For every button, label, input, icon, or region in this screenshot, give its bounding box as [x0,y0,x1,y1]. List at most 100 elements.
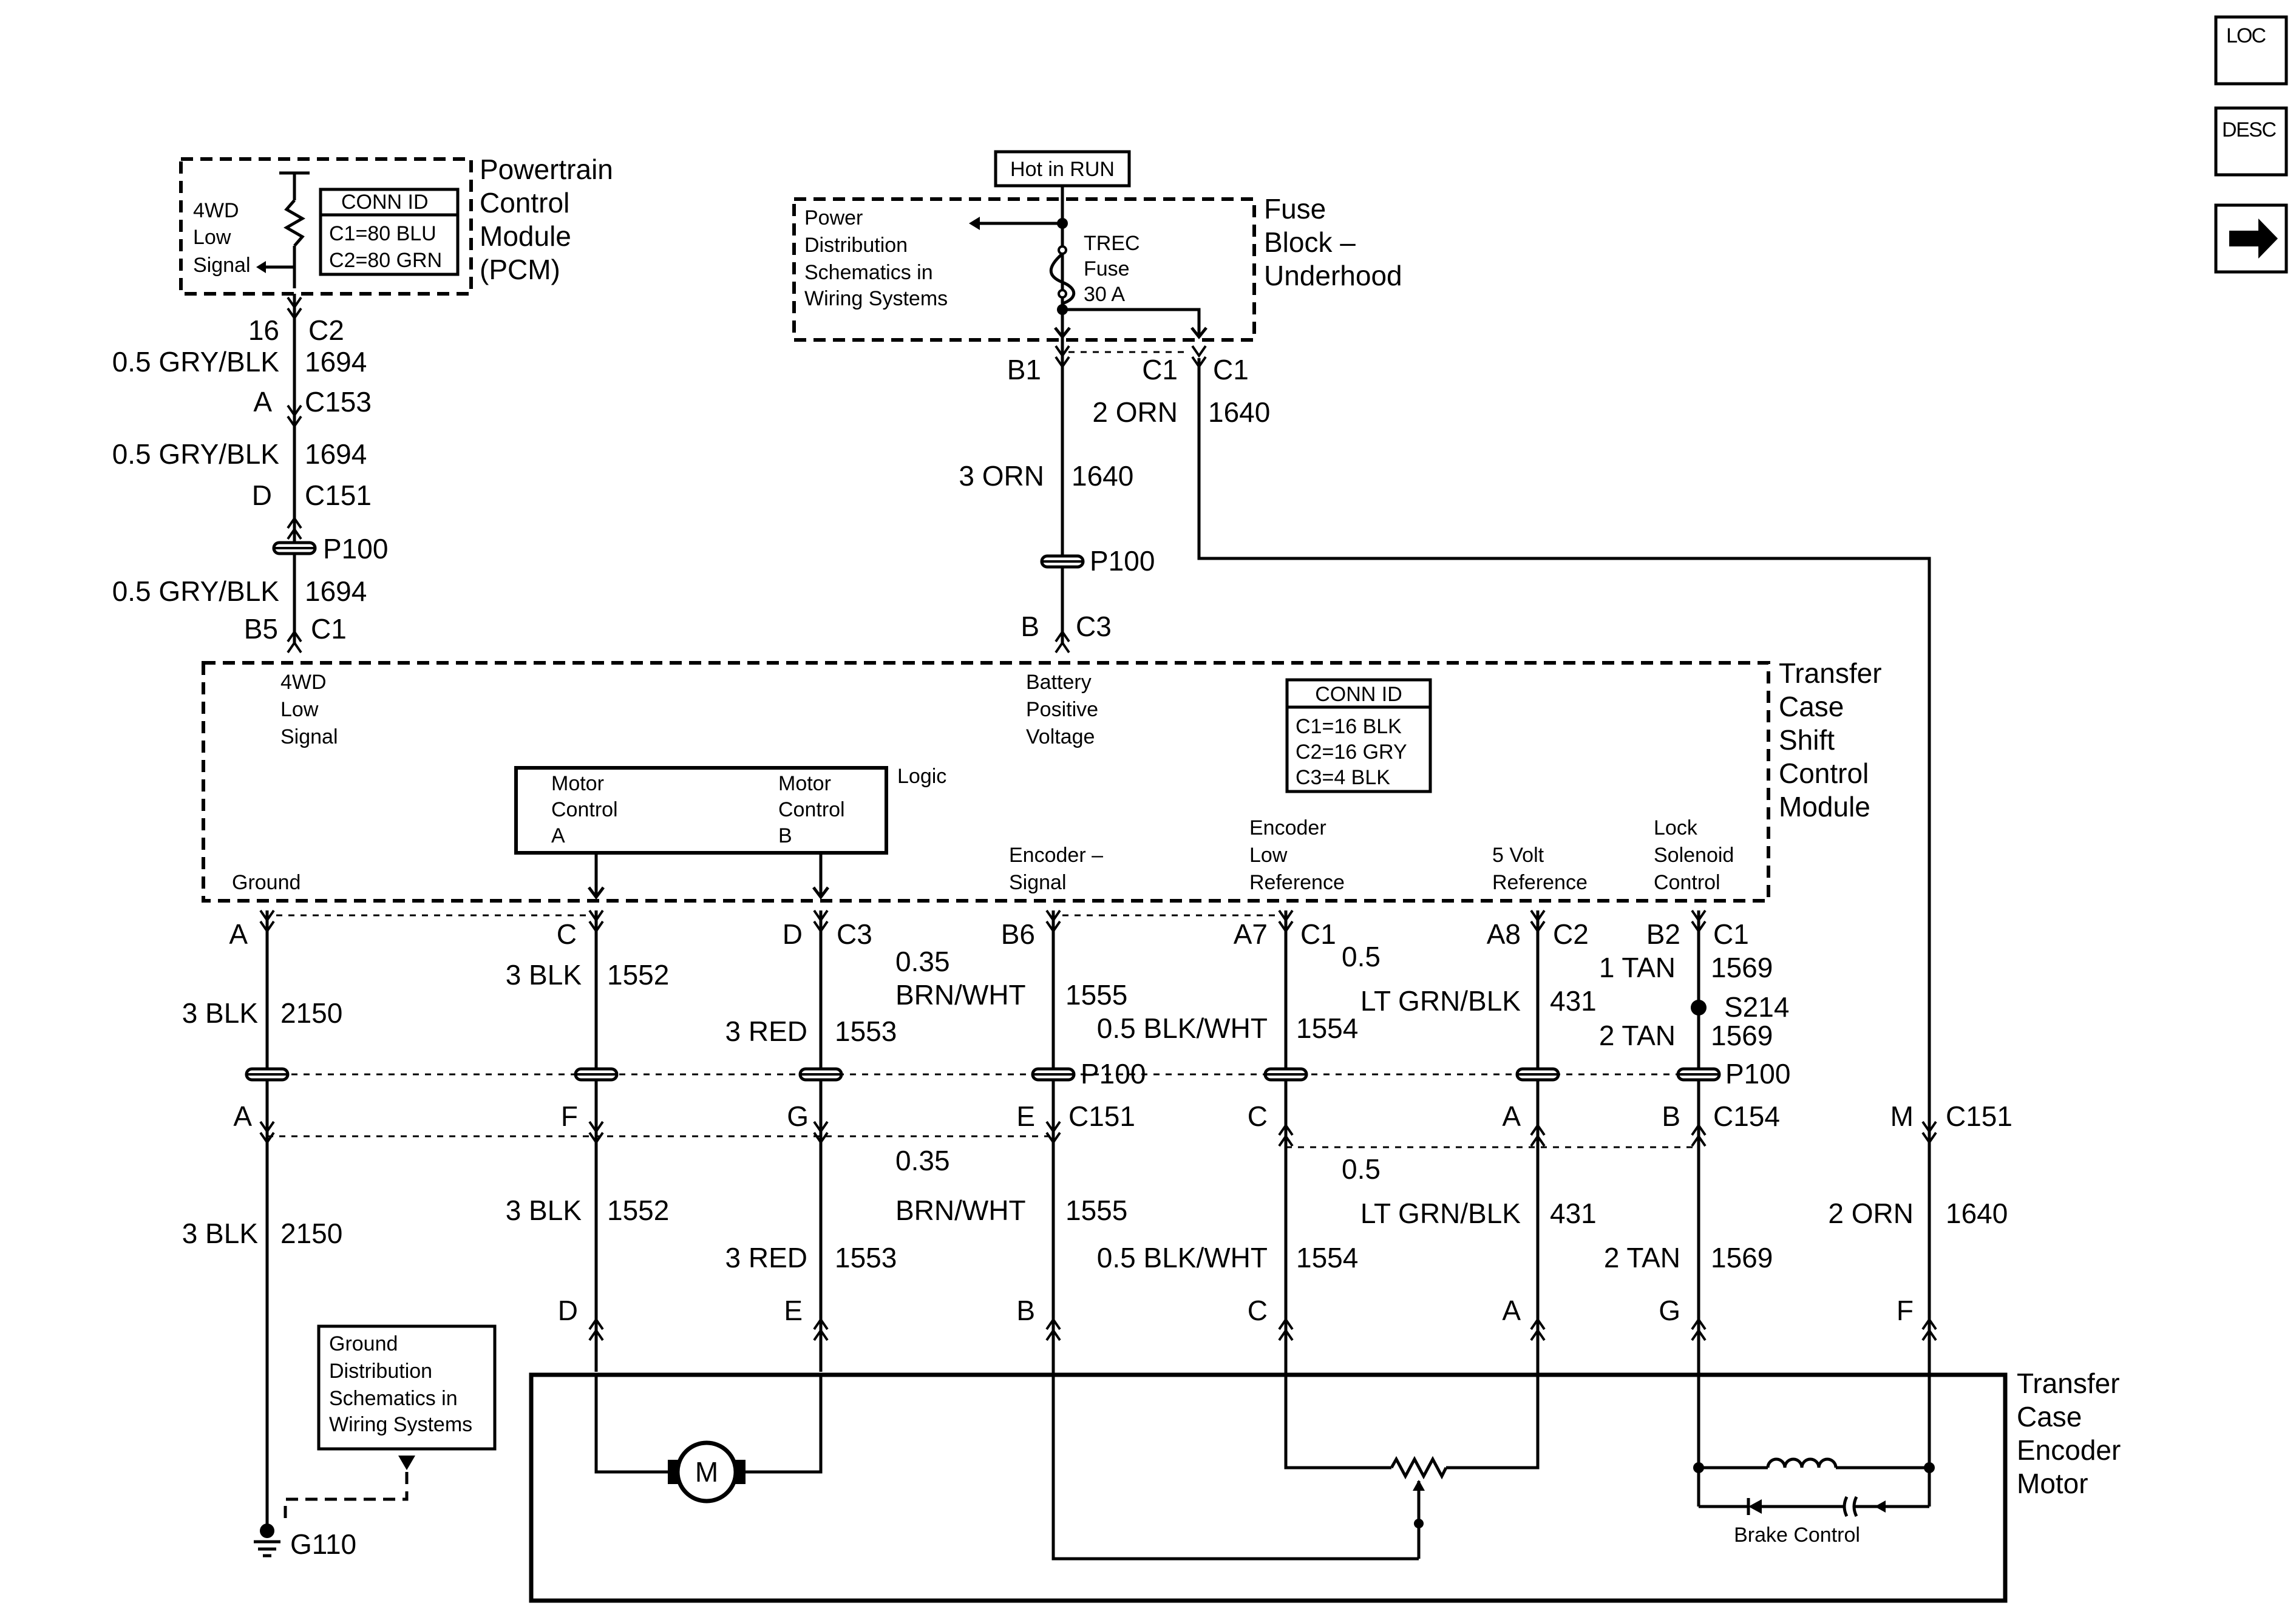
svg-text:Signal: Signal [193,254,251,277]
svg-text:5 Volt: 5 Volt [1492,844,1544,867]
svg-text:BRN/WHT: BRN/WHT [895,979,1026,1011]
svg-text:C151: C151 [1068,1100,1135,1132]
svg-text:Low: Low [193,226,231,249]
svg-text:C153: C153 [305,386,372,418]
potentiometer-icon [1390,1456,1448,1480]
svg-text:B1: B1 [1007,354,1041,385]
svg-text:A: A [551,824,565,847]
svg-text:Underhood: Underhood [1264,260,1402,291]
svg-text:DESC: DESC [2222,118,2277,141]
svg-text:3 BLK: 3 BLK [182,1218,259,1249]
pcm-signal-label: 4WD Low Signal [193,199,251,277]
encoder-signal-label: Encoder – Signal [1009,844,1103,894]
svg-text:30 A: 30 A [1084,283,1125,306]
svg-text:431: 431 [1550,985,1597,1017]
svg-text:Shift: Shift [1779,724,1835,756]
svg-text:1553: 1553 [835,1015,897,1047]
loc-button[interactable]: LOC [2214,15,2288,86]
ground-g110-icon [254,1540,280,1558]
next-arrow-button[interactable] [2214,203,2288,274]
svg-text:1555: 1555 [1065,979,1127,1011]
svg-text:4WD: 4WD [280,671,327,694]
svg-text:Encoder –: Encoder – [1009,844,1103,867]
svg-text:E: E [1016,1100,1035,1132]
svg-text:1640: 1640 [1072,460,1133,492]
svg-text:B5: B5 [244,613,278,645]
svg-text:Schematics in: Schematics in [804,261,933,284]
svg-text:Module: Module [480,220,571,252]
svg-text:431: 431 [1550,1198,1597,1229]
svg-text:1640: 1640 [1946,1198,2008,1229]
svg-text:Control: Control [480,187,569,219]
wire-1640-2orn [1197,358,1931,1111]
svg-text:0.5 BLK/WHT: 0.5 BLK/WHT [1097,1012,1268,1044]
svg-text:Positive: Positive [1026,698,1098,721]
pcm-conn-id-title: CONN ID [341,191,429,214]
svg-text:Motor: Motor [2017,1468,2088,1499]
svg-text:Encoder: Encoder [2017,1434,2121,1466]
svg-text:0.5 GRY/BLK: 0.5 GRY/BLK [112,346,280,378]
svg-text:B2: B2 [1646,918,1680,950]
svg-text:Case: Case [1779,691,1844,722]
svg-text:1694: 1694 [305,438,367,470]
svg-text:2 ORN: 2 ORN [1828,1198,1914,1229]
svg-text:S214: S214 [1724,991,1789,1023]
svg-text:1555: 1555 [1065,1195,1127,1226]
svg-text:2 TAN: 2 TAN [1604,1242,1680,1273]
svg-text:1554: 1554 [1296,1242,1358,1273]
svg-text:Schematics in: Schematics in [329,1387,458,1410]
svg-text:D: D [558,1295,578,1326]
svg-text:Battery: Battery [1026,671,1092,694]
svg-text:C1: C1 [1213,354,1249,385]
svg-text:2150: 2150 [280,1218,342,1249]
svg-text:Reference: Reference [1249,871,1345,894]
svg-text:D: D [252,480,272,511]
pcm-title: Powertrain Control Module (PCM) [480,154,613,285]
svg-text:Wiring Systems: Wiring Systems [804,287,948,310]
svg-text:3 BLK: 3 BLK [506,959,582,991]
svg-text:A: A [1502,1100,1521,1132]
svg-text:Hot in RUN: Hot in RUN [1010,158,1115,181]
svg-text:(PCM): (PCM) [480,254,560,285]
tccsm-conn-c1: C1=16 BLK [1296,715,1402,738]
svg-text:A: A [229,918,248,950]
svg-text:A7: A7 [1234,918,1268,950]
svg-text:LOC: LOC [2226,24,2266,47]
svg-text:Motor: Motor [551,772,604,795]
svg-text:Fuse: Fuse [1084,257,1130,280]
motor-control-b-label: Motor Control B [778,772,845,847]
svg-text:P100: P100 [1725,1058,1790,1090]
svg-text:Module: Module [1779,791,1870,822]
svg-text:Wiring Systems: Wiring Systems [329,1413,472,1436]
desc-button[interactable]: DESC [2214,106,2288,177]
svg-text:C: C [1248,1295,1268,1326]
svg-text:Low: Low [280,698,319,721]
svg-text:1640: 1640 [1208,396,1270,428]
tccsm-conn-c3: C3=4 BLK [1296,766,1390,789]
svg-text:C1: C1 [1142,354,1178,385]
svg-text:C1: C1 [311,613,347,645]
svg-text:1554: 1554 [1296,1012,1358,1044]
svg-text:Block –: Block – [1264,226,1356,258]
svg-text:Voltage: Voltage [1026,725,1095,748]
svg-text:Lock: Lock [1654,816,1698,839]
hot-in-run-label [994,150,1131,188]
fuse-block-title: Fuse Block – Underhood [1264,193,1402,291]
svg-text:A: A [253,386,272,418]
pcm-conn-c2: C2=80 GRN [329,249,442,272]
svg-text:C: C [557,918,577,950]
svg-text:D: D [783,918,803,950]
g110-label: G110 [290,1528,356,1560]
pcm-conn-c1: C1=80 BLU [329,222,436,245]
svg-text:Fuse: Fuse [1264,193,1326,225]
encoder-low-ref-label: Encoder Low Reference [1249,816,1345,894]
svg-text:B: B [1021,611,1039,642]
svg-text:C: C [1248,1100,1268,1132]
svg-text:C2: C2 [1553,918,1589,950]
svg-text:C3: C3 [1076,611,1112,642]
tccsm-title: Transfer Case Shift Control Module [1779,657,1882,822]
trec-fuse-label: TREC Fuse 30 A [1084,232,1140,306]
fuse-icon [1049,253,1076,305]
svg-text:Low: Low [1249,844,1288,867]
logic-label: Logic [897,765,946,788]
